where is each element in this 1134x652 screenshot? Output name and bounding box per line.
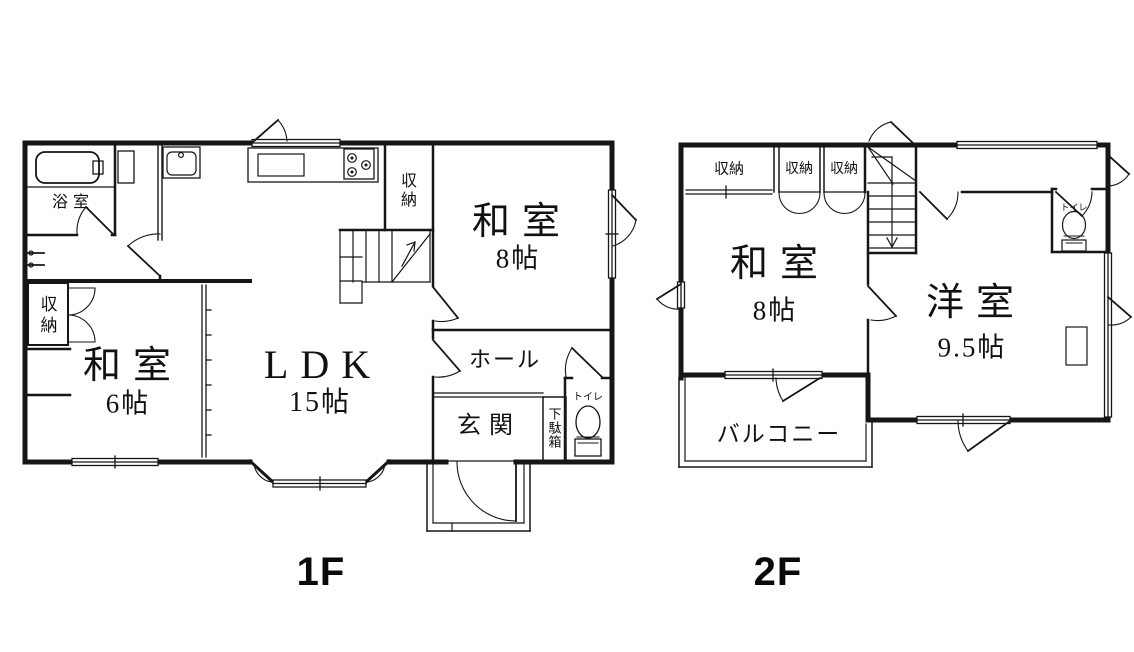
toilet-door-1f (564, 346, 604, 379)
bay-corner-arcs (253, 463, 386, 483)
storage-2-doors (778, 192, 821, 215)
room-size-washitsu8-1f: 8帖 (495, 243, 541, 274)
right-wall-casement-low (1106, 295, 1133, 326)
inner-walls-1f (23, 141, 614, 464)
room-label-toilet-2f: トイレ (1060, 202, 1088, 213)
washitsu-left-casement (655, 282, 683, 310)
washitsu8-casement-window (610, 193, 638, 247)
ldk-hall-door (431, 338, 462, 378)
entrance-door (456, 461, 517, 522)
shoe-cabinet-box (542, 396, 567, 462)
toilet-icon-2f (1061, 210, 1087, 252)
room-label-hall-1f: ホール (468, 347, 542, 372)
room-size-washitsu6-1f: 6帖 (105, 388, 151, 419)
washbasin-icon (162, 146, 201, 179)
stove-icon (343, 148, 375, 180)
stairs-top-casement (868, 120, 915, 145)
room-size-ldk-1f: 15帖 (288, 387, 352, 418)
yoshitsu-outswing-window (957, 419, 1012, 453)
stairs-2f (867, 146, 917, 249)
room-label-storage3-2f: 収納 (830, 162, 858, 177)
room-label-toilet-1f: トイレ (573, 392, 603, 403)
genkan-step-line (432, 392, 544, 462)
stairs-down-arrow (871, 156, 898, 248)
washitsu8-2f-door (866, 284, 898, 322)
doors-1f (67, 118, 638, 522)
room-label-shoe-cabinet-1f: 下駄箱 (546, 407, 562, 449)
window-bench-icon (1065, 326, 1088, 366)
room-label-bathroom-1f: 浴室 (51, 194, 95, 211)
windows-2f (676, 140, 1113, 427)
room-label-genkan-1f: 玄関 (457, 413, 521, 439)
yoshitsu-door (918, 190, 959, 221)
room-label-storage1-2f: 収納 (713, 161, 745, 178)
doors-2f (655, 120, 1133, 453)
storage-left-doors (67, 287, 96, 343)
toilet-icon-1f (574, 405, 602, 457)
floor-2f-plan (655, 120, 1133, 468)
balcony-rail (678, 377, 873, 468)
floor-label-2f: 2F (753, 550, 803, 594)
right-wall-casement-top (1106, 153, 1131, 187)
towel-rails-icon (27, 250, 45, 268)
bathroom-door (76, 205, 115, 236)
kitchen-counter-icon (247, 147, 379, 183)
room-label-balcony-2f: バルコニー (716, 421, 842, 447)
room-label-washitsu8-2f: 和室 (729, 243, 831, 285)
stairs-1f (339, 229, 431, 304)
room-label-storage-kitchen-1f: 収納 (398, 172, 415, 210)
floor-label-1f: 1F (296, 550, 346, 594)
kitchen-casement-window (251, 118, 288, 144)
room-label-storage-left-1f: 収納 (37, 295, 57, 337)
room-size-yoshitsu-2f: 9.5帖 (937, 332, 1007, 363)
washitsu8-door (431, 285, 460, 323)
bathtub-icon (24, 151, 116, 188)
washroom-partition-1f (157, 142, 163, 241)
room-size-washitsu8-2f: 8帖 (752, 295, 798, 326)
washing-machine-icon (117, 150, 135, 184)
room-label-yoshitsu-2f: 洋室 (925, 282, 1027, 324)
room-label-washitsu6-1f: 和室 (82, 345, 184, 387)
stairs-up-arrow (401, 241, 416, 267)
windows-1f (71, 138, 619, 491)
washroom-door (126, 233, 162, 278)
kitchen-sink-icon (257, 153, 305, 177)
fusuma-partition-1f (201, 284, 212, 458)
entrance-porch (426, 461, 531, 532)
balcony-door (775, 376, 822, 403)
room-label-washitsu8-1f: 和室 (471, 201, 573, 243)
storage-3-doors (823, 192, 866, 215)
room-label-storage2-2f: 収納 (785, 162, 813, 177)
floor-1f-plan (22, 118, 638, 532)
room-label-ldk-1f: LDK (263, 342, 383, 387)
